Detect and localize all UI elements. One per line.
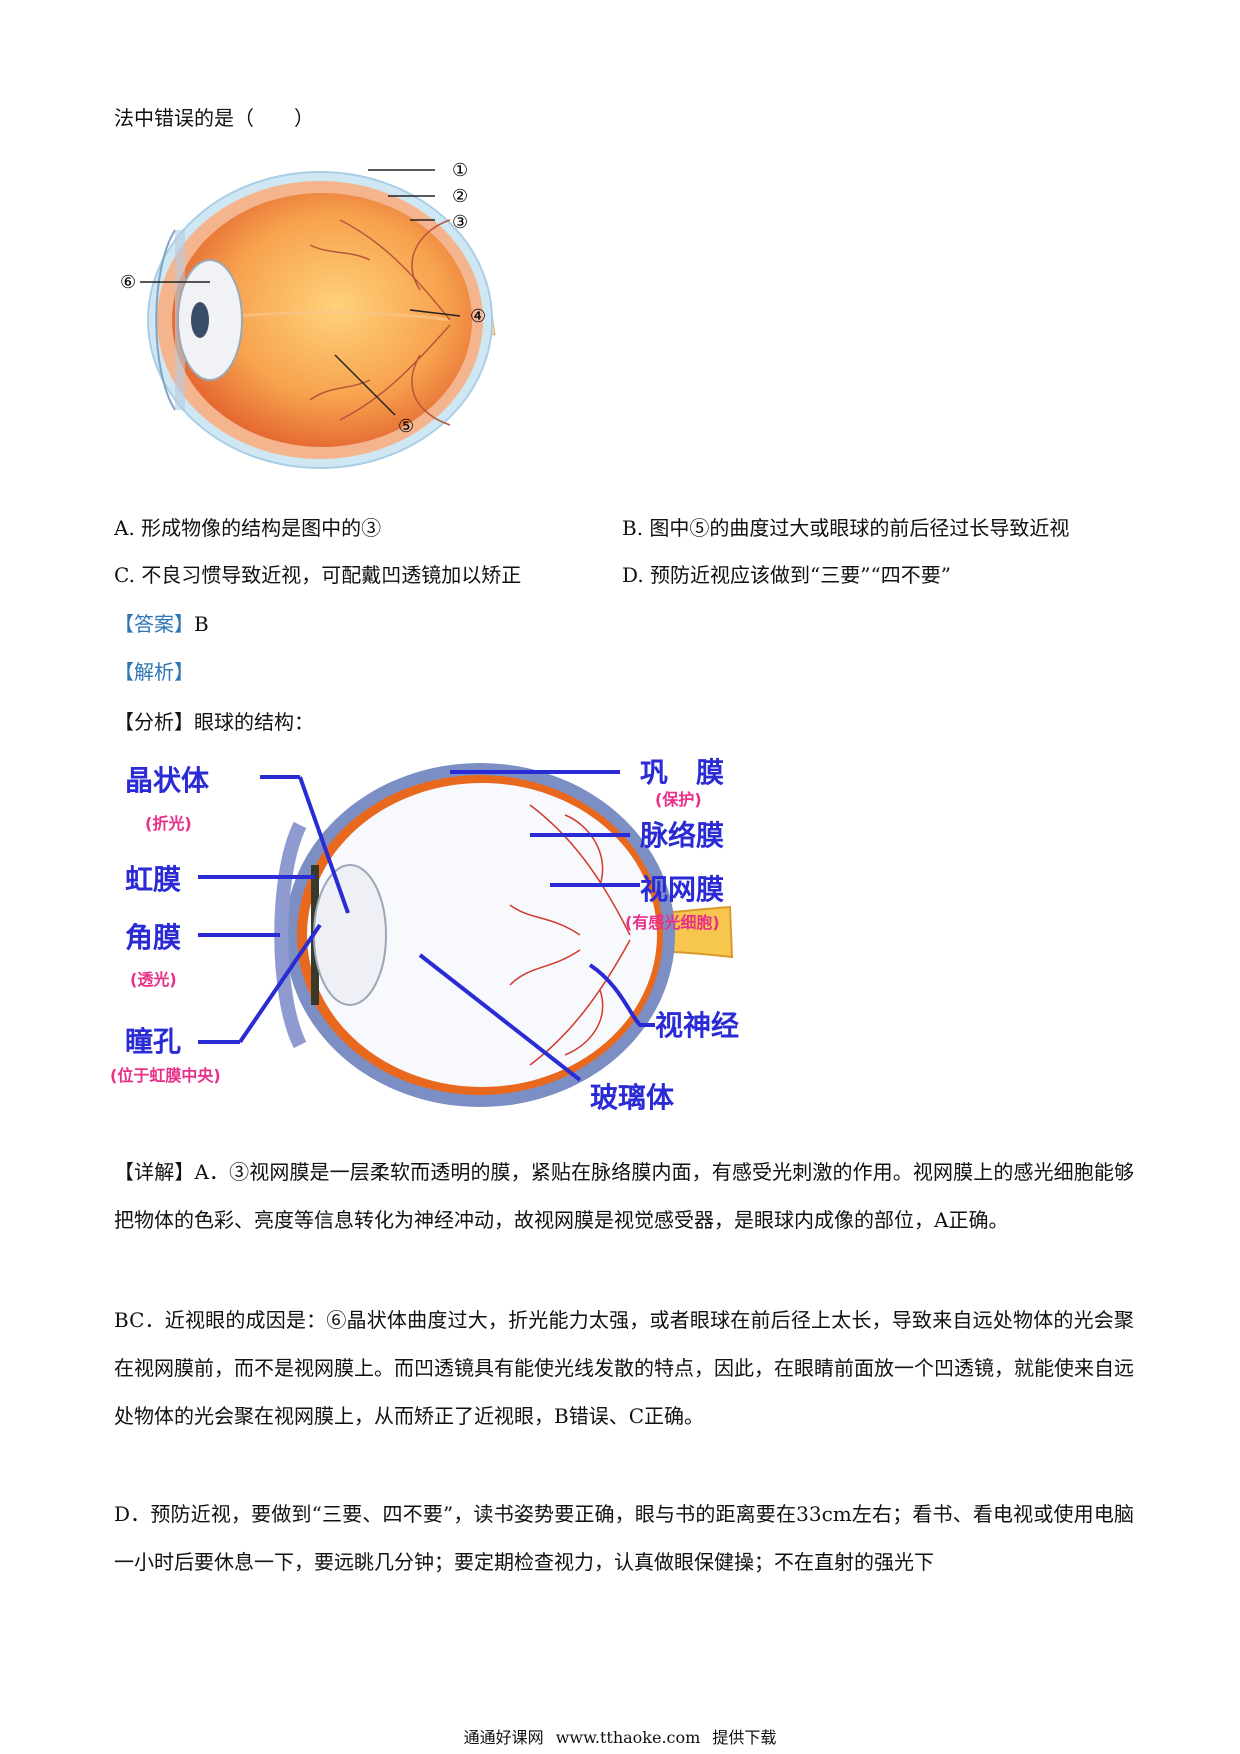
footer-url[interactable]: www.tthaoke.com <box>555 1728 701 1747</box>
option-b-letter: B. <box>622 516 644 540</box>
cornea-note: (透光) <box>130 970 177 989</box>
analysis-line: 【解析】 <box>114 658 194 686</box>
lens-note: (折光) <box>145 814 192 833</box>
label-2: ② <box>452 186 468 207</box>
footer-note: 提供下载 <box>712 1728 777 1747</box>
optic-nerve-label: 视神经 <box>655 1009 739 1042</box>
option-a[interactable]: A. 形成物像的结构是图中的③ <box>114 514 381 542</box>
page-footer: 通通好课网 www.tthaoke.com 提供下载 <box>0 1728 1240 1748</box>
detail-p3: D．预防近视，要做到“三要、四不要”，读书姿势要正确，眼与书的距离要在33cm左… <box>114 1502 1134 1574</box>
eye-diagram-numbered: ① ② ③ ④ ⑤ ⑥ <box>120 160 496 469</box>
sclera-label: 巩 膜 <box>640 756 724 789</box>
option-b[interactable]: B. 图中⑤的曲度过大或眼球的前后径过长导致近视 <box>622 514 1069 542</box>
analysis-tag: 【解析】 <box>114 660 194 684</box>
pupil-note: (位于虹膜中央) <box>110 1066 221 1085</box>
retina-label: 视网膜 <box>640 873 724 906</box>
option-b-text: 图中⑤的曲度过大或眼球的前后径过长导致近视 <box>649 516 1070 540</box>
option-a-text: 形成物像的结构是图中的③ <box>141 516 382 540</box>
label-5: ⑤ <box>398 416 414 437</box>
retina-note: (有感光细胞) <box>625 913 720 932</box>
fenxi-text: 眼球的结构： <box>194 710 314 734</box>
detail-p2: BC．近视眼的成因是：⑥晶状体曲度过大，折光能力太强，或者眼球在前后径上太长，导… <box>114 1308 1134 1428</box>
detail-tag: 【详解】 <box>114 1160 195 1184</box>
cornea-label: 角膜 <box>125 921 181 954</box>
label-1: ① <box>452 160 468 181</box>
fenxi-tag: 【分析】 <box>114 710 194 734</box>
option-a-letter: A. <box>114 516 135 540</box>
answer-line: 【答案】B <box>114 610 209 638</box>
iris-label: 虹膜 <box>125 863 181 896</box>
sclera-note: (保护) <box>655 790 702 809</box>
question-stem: 法中错误的是（ ） <box>114 106 314 130</box>
answer-tag: 【答案】 <box>114 612 194 636</box>
lens-label: 晶状体 <box>125 764 210 797</box>
pupil-label: 瞳孔 <box>125 1025 181 1058</box>
option-c-letter: C. <box>114 563 135 587</box>
footer-site: 通通好课网 <box>463 1728 544 1747</box>
eye-structure-diagram: 晶状体 (折光) 虹膜 角膜 (透光) 瞳孔 (位于虹膜中央) 巩 膜 (保护)… <box>110 756 739 1114</box>
option-d-text: 预防近视应该做到“三要”“四不要” <box>650 563 951 587</box>
label-4: ④ <box>470 306 486 327</box>
option-d-letter: D. <box>622 563 644 587</box>
choroid-label: 脉络膜 <box>640 819 724 852</box>
vitreous-label: 玻璃体 <box>590 1081 675 1114</box>
detail-p1: 【详解】A．③视网膜是一层柔软而透明的膜，紧贴在脉络膜内面，有感受光刺激的作用。… <box>114 1148 1134 1244</box>
option-c[interactable]: C. 不良习惯导致近视，可配戴凹透镜加以矫正 <box>114 561 521 589</box>
fenxi-line: 【分析】眼球的结构： <box>114 708 314 736</box>
option-d[interactable]: D. 预防近视应该做到“三要”“四不要” <box>622 561 951 589</box>
answer-value: B <box>194 612 209 636</box>
detail-p1-text: A．③视网膜是一层柔软而透明的膜，紧贴在脉络膜内面，有感受光刺激的作用。视网膜上… <box>114 1160 1134 1232</box>
label-6: ⑥ <box>120 272 136 293</box>
option-c-text: 不良习惯导致近视，可配戴凹透镜加以矫正 <box>141 563 522 587</box>
label-3: ③ <box>452 212 468 233</box>
